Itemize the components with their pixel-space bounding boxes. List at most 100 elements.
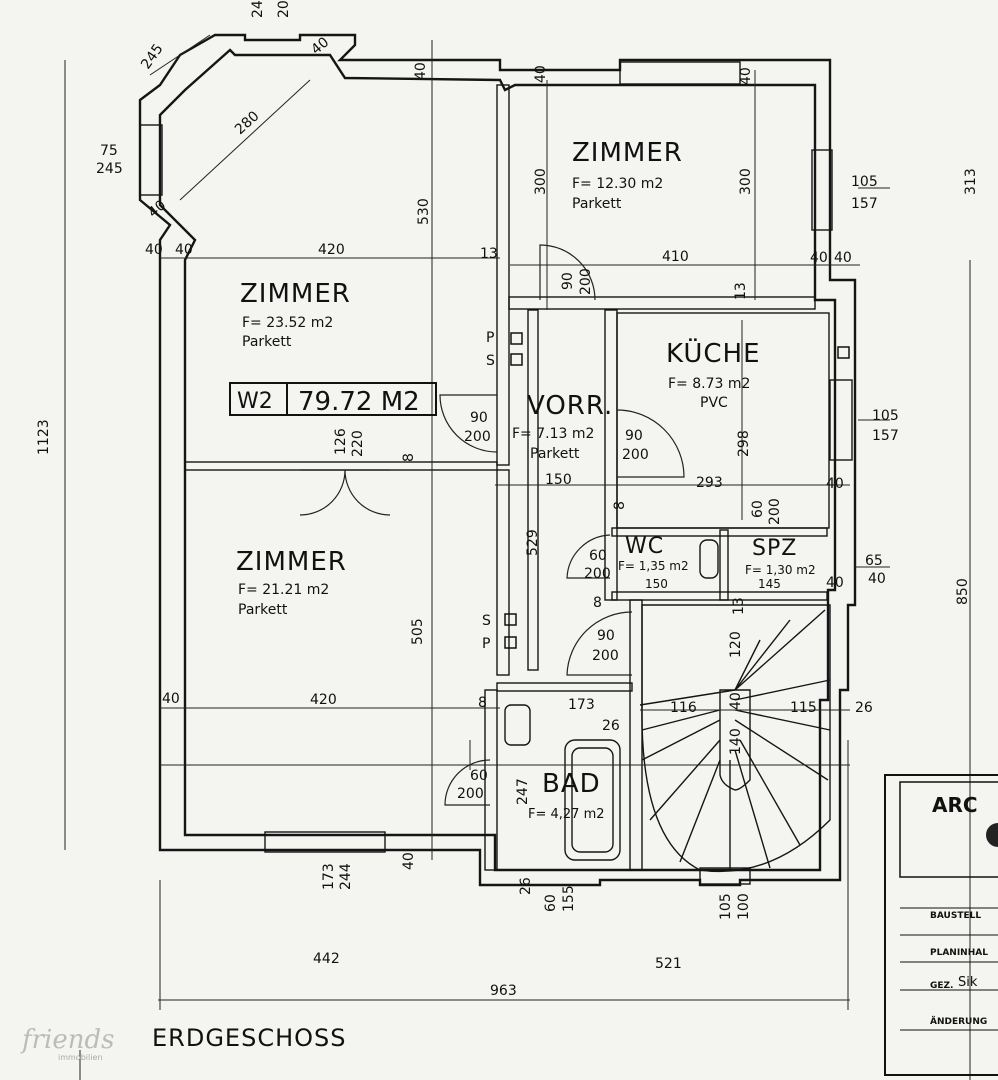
- room-zimmer-sw: ZIMMER F= 21.21 m2 Parkett: [236, 547, 347, 618]
- unit-id: W2: [237, 389, 273, 414]
- wall-v1: [496, 84, 510, 466]
- dim-26: 26: [855, 700, 873, 716]
- dim-40: 40: [826, 476, 844, 492]
- room-name: VORR.: [527, 391, 613, 421]
- wall-h1: [184, 461, 498, 471]
- wall-v3: [527, 309, 539, 671]
- room-area: F= 1,35 m2: [618, 559, 689, 573]
- door-width: 90: [625, 428, 643, 444]
- dim-40: 40: [145, 242, 163, 258]
- dim-140: 140: [728, 728, 744, 755]
- wall-h2: [508, 296, 816, 310]
- marker-p: P: [486, 330, 494, 346]
- window-bottom: [264, 831, 386, 853]
- room-name: KÜCHE: [666, 337, 761, 369]
- watermark-sub: immobilien: [58, 1053, 102, 1062]
- walls: [138, 33, 857, 887]
- dim-100: 100: [736, 893, 752, 920]
- dim-280: 280: [232, 108, 263, 138]
- room-name: ZIMMER: [240, 279, 351, 309]
- unit-area-box: W2 79.72 M2: [229, 382, 437, 417]
- room-wc: WC F= 1,35 m2: [618, 534, 689, 573]
- wc-toilet: [699, 539, 719, 579]
- title-block-gez-value: Sik: [958, 975, 978, 990]
- room-area: F= 7.13 m2: [512, 426, 594, 442]
- bathtub: [564, 739, 621, 861]
- window-stair: [699, 867, 751, 885]
- dim-155: 155: [561, 885, 577, 912]
- dim-26: 26: [518, 877, 534, 895]
- wall-v7: [484, 689, 498, 871]
- dim-505: 505: [410, 618, 426, 645]
- door-width: 90: [597, 628, 615, 644]
- room-floor: PVC: [700, 395, 728, 411]
- dim-40: 40: [145, 197, 169, 221]
- title-block-planinhalt: PLANINHAL: [930, 948, 988, 958]
- room-bad: BAD F= 4,27 m2: [528, 769, 605, 822]
- dim-245: 245: [138, 41, 166, 72]
- room-floor: Parkett: [238, 602, 288, 618]
- room-area: F= 23.52 m2: [242, 315, 333, 331]
- dim-116: 116: [670, 700, 697, 716]
- dim-244: 244: [338, 863, 354, 890]
- dim-40: 40: [533, 65, 549, 83]
- dim-13: 13: [733, 282, 749, 300]
- room-spz: SPZ F= 1,30 m2: [745, 536, 816, 577]
- dim-26: 26: [602, 718, 620, 734]
- room-name: BAD: [542, 769, 601, 799]
- dim-8: 8: [401, 453, 417, 462]
- window-top: [619, 61, 741, 85]
- title-block-baustelle: BAUSTELL: [930, 911, 981, 921]
- door-width: 60: [470, 768, 488, 784]
- dim-40: 40: [413, 62, 429, 80]
- dim-145: 145: [758, 577, 781, 591]
- dim-40: 40: [175, 242, 193, 258]
- dim-530: 530: [416, 198, 432, 225]
- window-ne: [811, 149, 833, 231]
- dim-200: 200: [578, 268, 594, 295]
- dim-overall-height: 1123: [36, 419, 52, 455]
- dim-200: 200: [767, 498, 783, 525]
- dim-105: 105: [718, 893, 734, 920]
- dim-40: 40: [401, 852, 417, 870]
- dim-overall-width: 963: [490, 983, 517, 999]
- inner-outer-wall: [158, 48, 837, 872]
- title-block-gez-label: GEZ.: [930, 981, 953, 991]
- staircase: [639, 604, 831, 873]
- room-area: F= 1,30 m2: [745, 563, 816, 577]
- door-zimmer-ne: [539, 244, 596, 301]
- dim-173: 173: [568, 697, 595, 713]
- dim-120: 120: [728, 631, 744, 658]
- room-vorr: VORR. F= 7.13 m2 Parkett: [512, 391, 613, 462]
- room-name: ZIMMER: [236, 547, 347, 577]
- dim-420-bottom: 420: [310, 692, 337, 708]
- dim-90: 90: [560, 272, 576, 290]
- dim-24: 24: [250, 0, 266, 18]
- room-area: F= 21.21 m2: [238, 582, 329, 598]
- dim-157: 157: [851, 196, 878, 212]
- dim-width-right: 521: [655, 956, 682, 972]
- dim-40: 40: [834, 250, 852, 266]
- dim-20: 20: [276, 0, 292, 18]
- room-zimmer-ne: ZIMMER F= 12.30 m2 Parkett: [572, 138, 683, 212]
- dim-75: 75: [100, 143, 118, 159]
- outlet-markers: P S S P: [482, 330, 850, 652]
- outer-wall: [138, 33, 857, 887]
- wall-h5: [611, 591, 828, 601]
- dim-40: 40: [162, 691, 180, 707]
- door-kueche: [616, 409, 685, 478]
- door-width: 90: [470, 410, 488, 426]
- door-wc: [566, 534, 611, 579]
- dim-157: 157: [872, 428, 899, 444]
- door-bad: [444, 759, 491, 806]
- doors: [299, 244, 685, 806]
- room-zimmer-nw: ZIMMER F= 23.52 m2 Parkett: [240, 279, 351, 350]
- title-block-aenderung: ÄNDERUNG: [930, 1016, 987, 1027]
- dim-40: 40: [728, 692, 744, 710]
- room-name: ZIMMER: [572, 138, 683, 168]
- watermark-logo: friends immobilien: [20, 1025, 115, 1062]
- wall-h4: [611, 527, 828, 537]
- dim-13: 13: [731, 597, 747, 615]
- dim-293: 293: [696, 475, 723, 491]
